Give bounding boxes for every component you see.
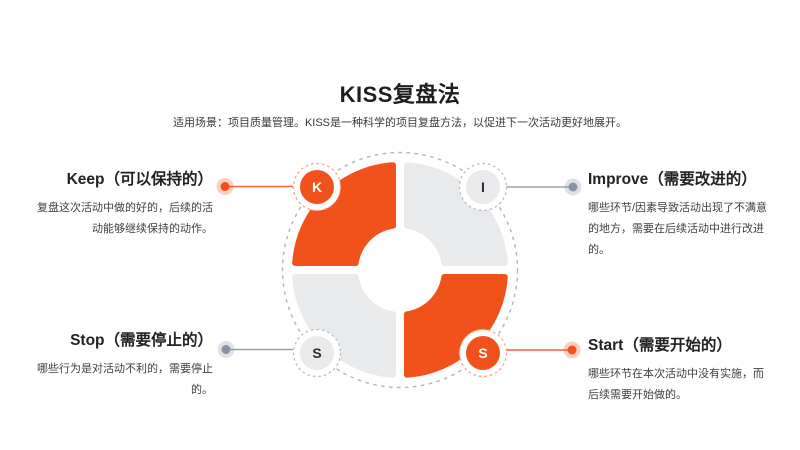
dashed-orbit-circle xyxy=(281,151,519,389)
keep-connector-dot xyxy=(220,182,230,191)
connector-start xyxy=(506,341,581,359)
badge-improve: I xyxy=(458,162,508,212)
badge-stop-circle xyxy=(300,336,334,370)
start-heading: Start（需要开始的） xyxy=(588,337,732,354)
keep-section: Keep（可以保持的） 复盘这次活动中做的好的，后续的活动能够继续保持的动作。 xyxy=(32,170,213,240)
segment-improve xyxy=(404,162,508,266)
badge-start-letter: S xyxy=(478,345,487,361)
start-section: Start（需要开始的） 哪些环节在本次活动中没有实施，而后续需要开始做的。 xyxy=(588,336,772,406)
badge-improve-circle xyxy=(466,170,500,204)
connector-improve xyxy=(506,178,582,196)
stop-heading: Stop（需要停止的） xyxy=(70,332,213,349)
stop-connector-dot xyxy=(221,345,231,354)
start-connector-dot xyxy=(567,345,577,355)
connector-stop xyxy=(217,341,293,358)
badge-keep: K xyxy=(292,162,342,212)
improve-section: Improve（需要改进的） 哪些环节/因素导致活动出现了不满意的地方，需要在后… xyxy=(588,170,772,261)
improve-connector-dot xyxy=(568,182,578,192)
badge-stop-letter: S xyxy=(312,345,321,361)
badge-keep-letter: K xyxy=(312,179,322,195)
keep-body: 复盘这次活动中做的好的，后续的活动能够继续保持的动作。 xyxy=(37,202,213,235)
badge-stop: S xyxy=(292,328,342,378)
badge-start-circle xyxy=(466,336,500,370)
badge-keep-circle xyxy=(300,170,334,204)
segment-start xyxy=(404,274,508,378)
keep-heading: Keep（可以保持的） xyxy=(66,171,213,188)
stop-section: Stop（需要停止的） 哪些行为是对活动不利的，需要停止的。 xyxy=(32,331,213,401)
segment-keep xyxy=(292,162,396,266)
improve-body: 哪些环节/因素导致活动出现了不满意的地方，需要在后续活动中进行改进的。 xyxy=(588,202,768,256)
page-title: KISS复盘法 xyxy=(339,82,461,107)
start-body: 哪些环节在本次活动中没有实施，而后续需要开始做的。 xyxy=(588,368,764,401)
connector-keep xyxy=(216,178,293,195)
stop-body: 哪些行为是对活动不利的，需要停止的。 xyxy=(37,363,213,396)
improve-heading: Improve（需要改进的） xyxy=(588,171,757,188)
badge-start: S xyxy=(458,328,508,378)
segment-stop xyxy=(292,274,396,378)
badge-improve-letter: I xyxy=(481,179,485,195)
page-subtitle: 适用场景：项目质量管理。KISS是一种科学的项目复盘方法，以促进下一次活动更好地… xyxy=(172,117,628,129)
